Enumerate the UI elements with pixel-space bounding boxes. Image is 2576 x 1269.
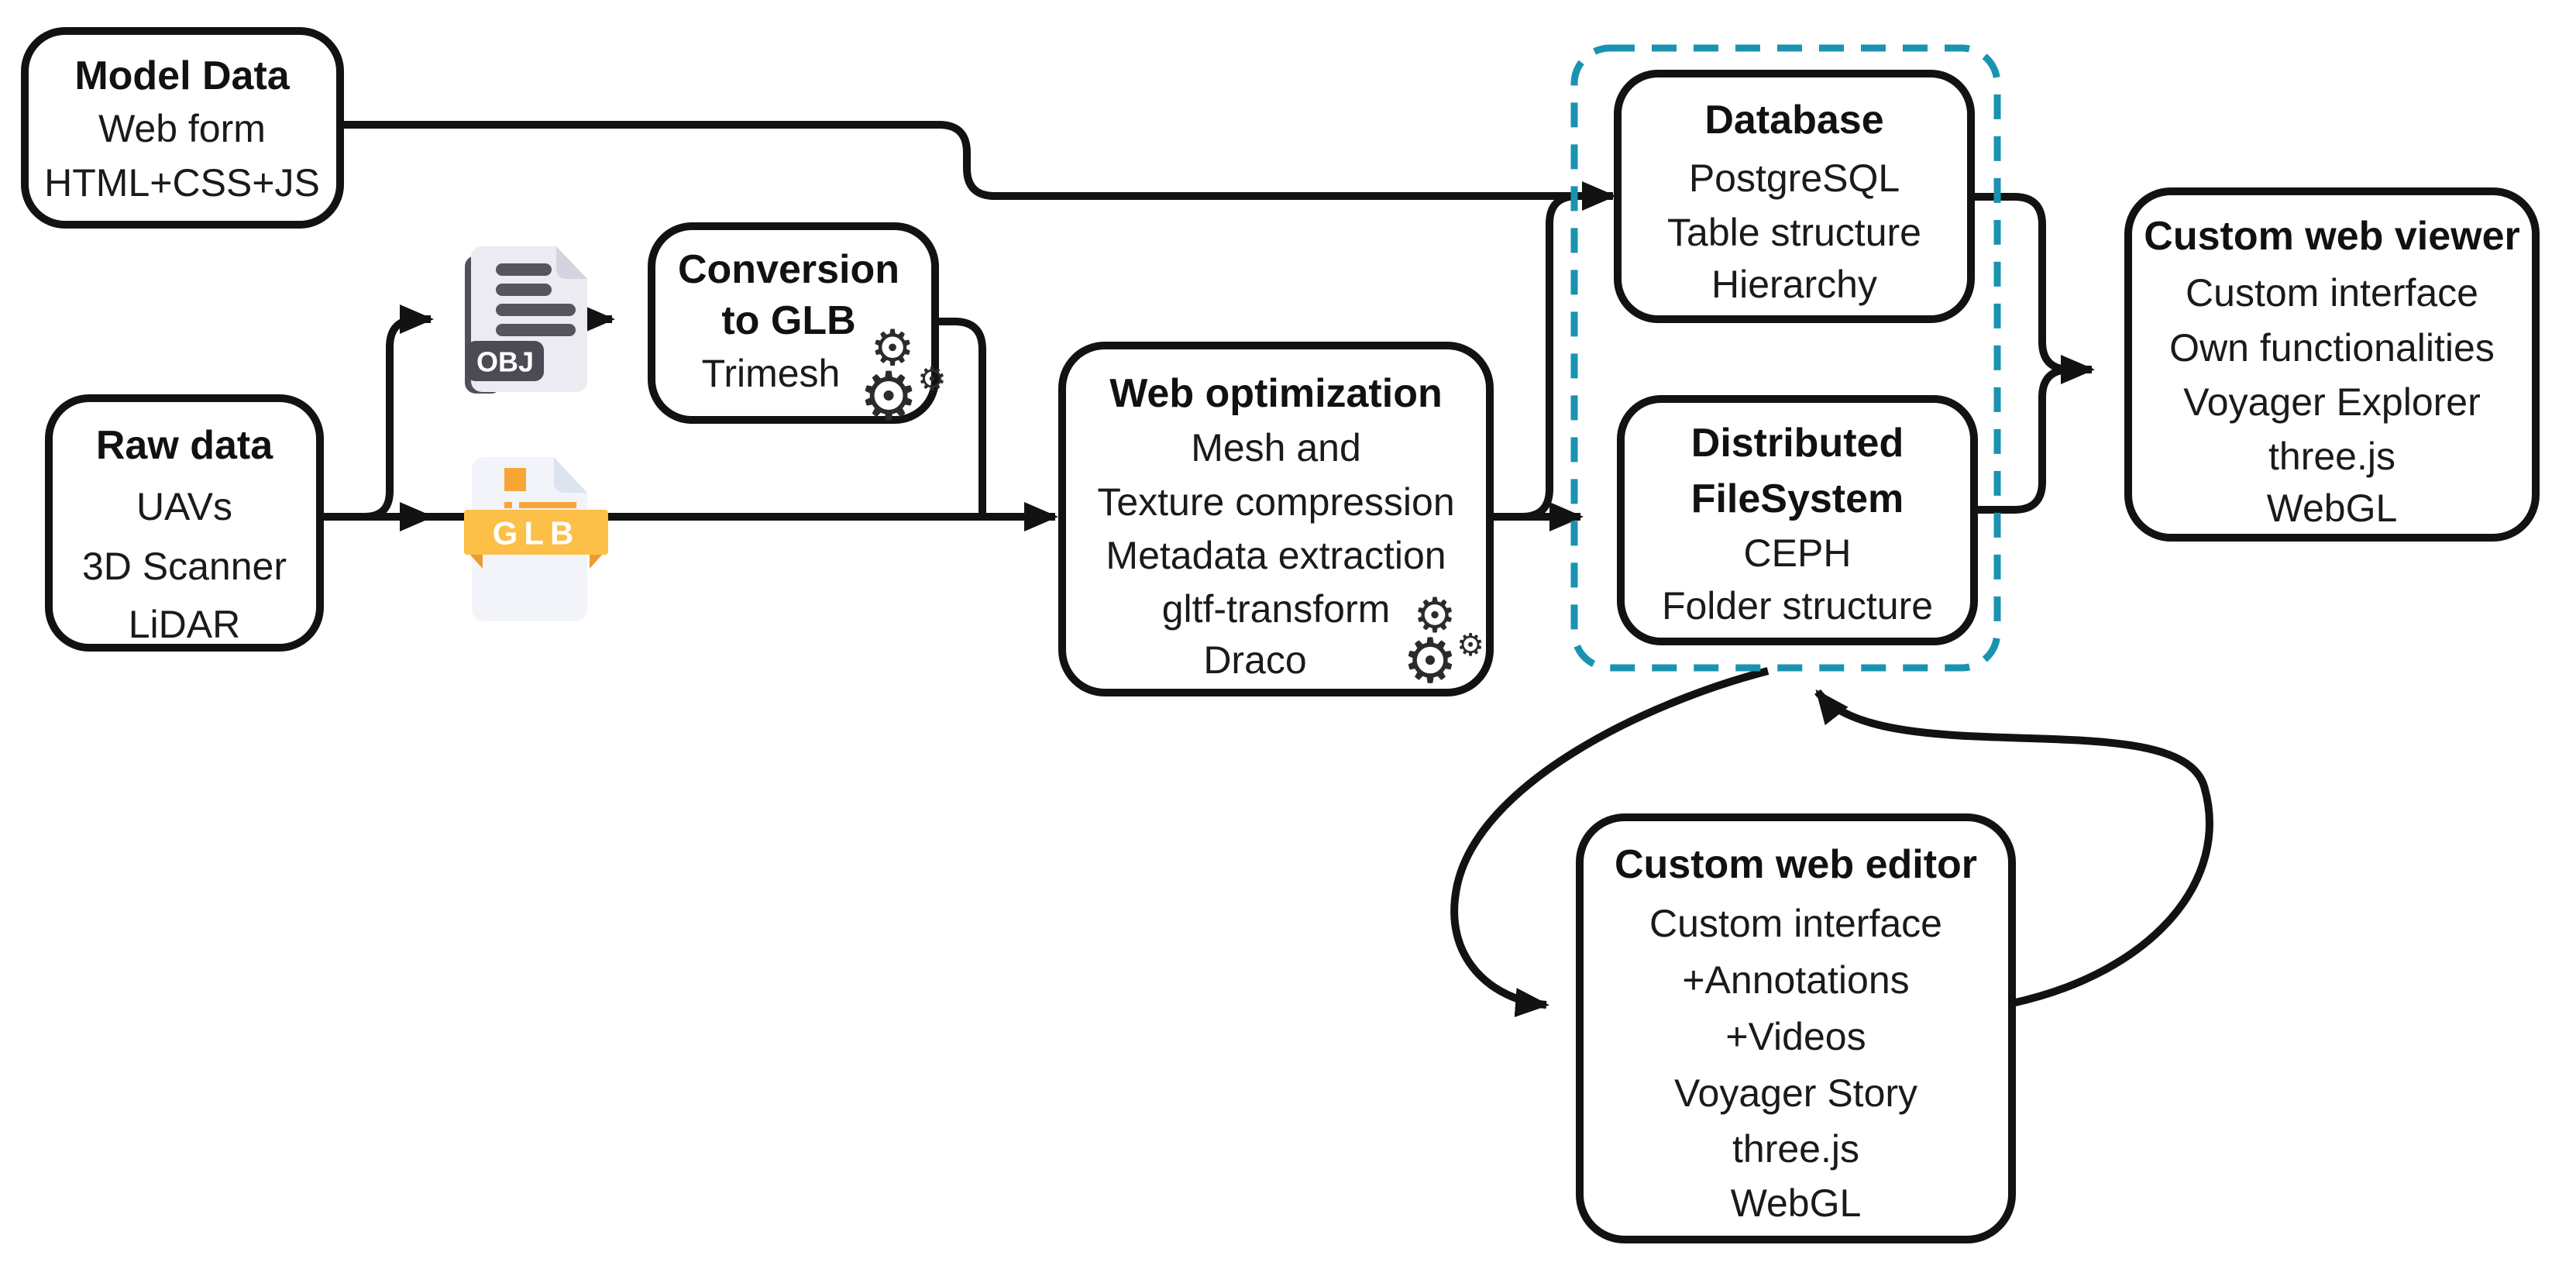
node-label: Voyager Story	[1674, 1071, 1917, 1115]
gear-icon: ⚙	[917, 361, 947, 397]
node-label: 3D Scanner	[82, 545, 287, 588]
obj-file-icon: OBJ	[465, 246, 587, 394]
node-conversion-box	[648, 222, 939, 424]
node-label: Folder structure	[1662, 584, 1933, 628]
connector-database-viewer	[1971, 193, 2092, 373]
connector-modeldata-database	[340, 121, 1616, 211]
node-conversion: Conversion to GLB Trimesh ⚙ ⚙ ⚙	[648, 222, 947, 434]
node-label: PostgreSQL	[1689, 156, 1900, 200]
node-model-data: Model Data Web form HTML+CSS+JS	[21, 27, 344, 229]
connectors	[320, 121, 2213, 1017]
node-label: FileSystem	[1691, 476, 1904, 521]
node-label: Web form	[98, 107, 266, 150]
node-label: Voyager Explorer	[2183, 380, 2481, 424]
node-filesystem-box	[1617, 395, 1978, 645]
node-label: Database	[1704, 98, 1883, 143]
node-label: Texture compression	[1097, 480, 1454, 524]
node-label: WebGL	[2267, 487, 2398, 530]
glb-icon-square	[504, 468, 526, 491]
glb-icon-dash	[504, 502, 512, 508]
connector-filesystem-viewer	[1974, 355, 2095, 514]
node-label: CEPH	[1744, 531, 1852, 575]
node-database-box	[1614, 70, 1975, 323]
node-label: gltf-transform	[1162, 587, 1391, 631]
gears-icon: ⚙ ⚙ ⚙	[858, 320, 946, 434]
node-label: WebGL	[1731, 1181, 1862, 1225]
glb-icon-ribbon-fold	[469, 553, 483, 569]
gear-icon: ⚙	[870, 320, 914, 376]
node-filesystem: Distributed FileSystem CEPH Folder struc…	[1617, 395, 1978, 645]
gear-icon: ⚙	[858, 359, 918, 434]
node-label: Table structure	[1667, 211, 1921, 254]
obj-icon-fold	[556, 246, 587, 279]
node-editor: Custom web editor Custom interface +Anno…	[1576, 813, 2016, 1243]
obj-icon-line	[496, 284, 552, 296]
node-label: Web optimization	[1109, 371, 1442, 416]
node-viewer-box	[2124, 187, 2540, 542]
storage-group-dashed-box	[1570, 44, 2001, 672]
node-label: Custom interface	[1649, 902, 1942, 945]
node-raw-data: Raw data UAVs 3D Scanner LiDAR	[45, 394, 324, 652]
node-label: three.js	[2268, 435, 2395, 478]
obj-icon-badge	[466, 341, 544, 381]
node-label: Raw data	[96, 423, 273, 468]
obj-icon-line	[496, 324, 576, 336]
node-label: Custom interface	[2186, 271, 2478, 315]
node-label: Mesh and	[1191, 426, 1361, 469]
glb-icon-label: GLB	[493, 515, 580, 552]
glb-icon-ribbon-fold	[590, 553, 604, 569]
node-label: +Annotations	[1682, 958, 1909, 1002]
node-label: LiDAR	[129, 603, 240, 646]
node-label: Distributed	[1691, 421, 1904, 466]
node-label: UAVs	[136, 485, 232, 528]
node-viewer: Custom web viewer Custom interface Own f…	[2124, 187, 2540, 542]
node-label: three.js	[1732, 1127, 1859, 1171]
node-label: to GLB	[721, 298, 855, 343]
gear-icon: ⚙	[1457, 628, 1484, 662]
node-label: Hierarchy	[1711, 263, 1877, 306]
node-raw-data-box	[45, 394, 324, 652]
connector-storage-editor	[1450, 667, 1769, 1017]
glb-icon-fold	[554, 457, 587, 493]
obj-icon-label: OBJ	[476, 346, 534, 378]
glb-icon-ribbon	[464, 510, 608, 555]
gear-icon: ⚙	[1413, 590, 1457, 643]
connector-editor-storage	[1814, 689, 2213, 1007]
node-label: Model Data	[74, 53, 290, 98]
connector-conversion-mainline	[935, 318, 986, 517]
node-editor-box	[1576, 813, 2016, 1243]
obj-icon-line	[496, 304, 576, 316]
node-label: Metadata extraction	[1106, 534, 1446, 577]
node-label: Own functionalities	[2169, 326, 2495, 370]
node-label: Custom web editor	[1615, 842, 1977, 887]
node-label: HTML+CSS+JS	[44, 161, 320, 205]
node-label: Custom web viewer	[2144, 214, 2519, 259]
node-label: Trimesh	[702, 352, 841, 395]
node-web-optimization: Web optimization Mesh and Texture compre…	[1058, 342, 1494, 696]
connector-weboptimization-database	[1495, 192, 1596, 521]
gears-icon: ⚙ ⚙ ⚙	[1402, 590, 1484, 696]
glb-file-icon: GLB	[464, 457, 608, 621]
node-model-data-box	[21, 27, 344, 229]
node-web-optimization-box	[1058, 342, 1494, 696]
node-label: Draco	[1203, 638, 1306, 682]
node-label: +Videos	[1725, 1015, 1866, 1058]
gear-icon: ⚙	[1402, 627, 1458, 696]
connector-rawdata-objfile	[320, 304, 434, 521]
glb-icon-line	[519, 502, 576, 508]
obj-icon-line	[496, 263, 552, 276]
node-database: Database PostgreSQL Table structure Hier…	[1614, 70, 1975, 323]
node-label: Conversion	[678, 247, 899, 292]
